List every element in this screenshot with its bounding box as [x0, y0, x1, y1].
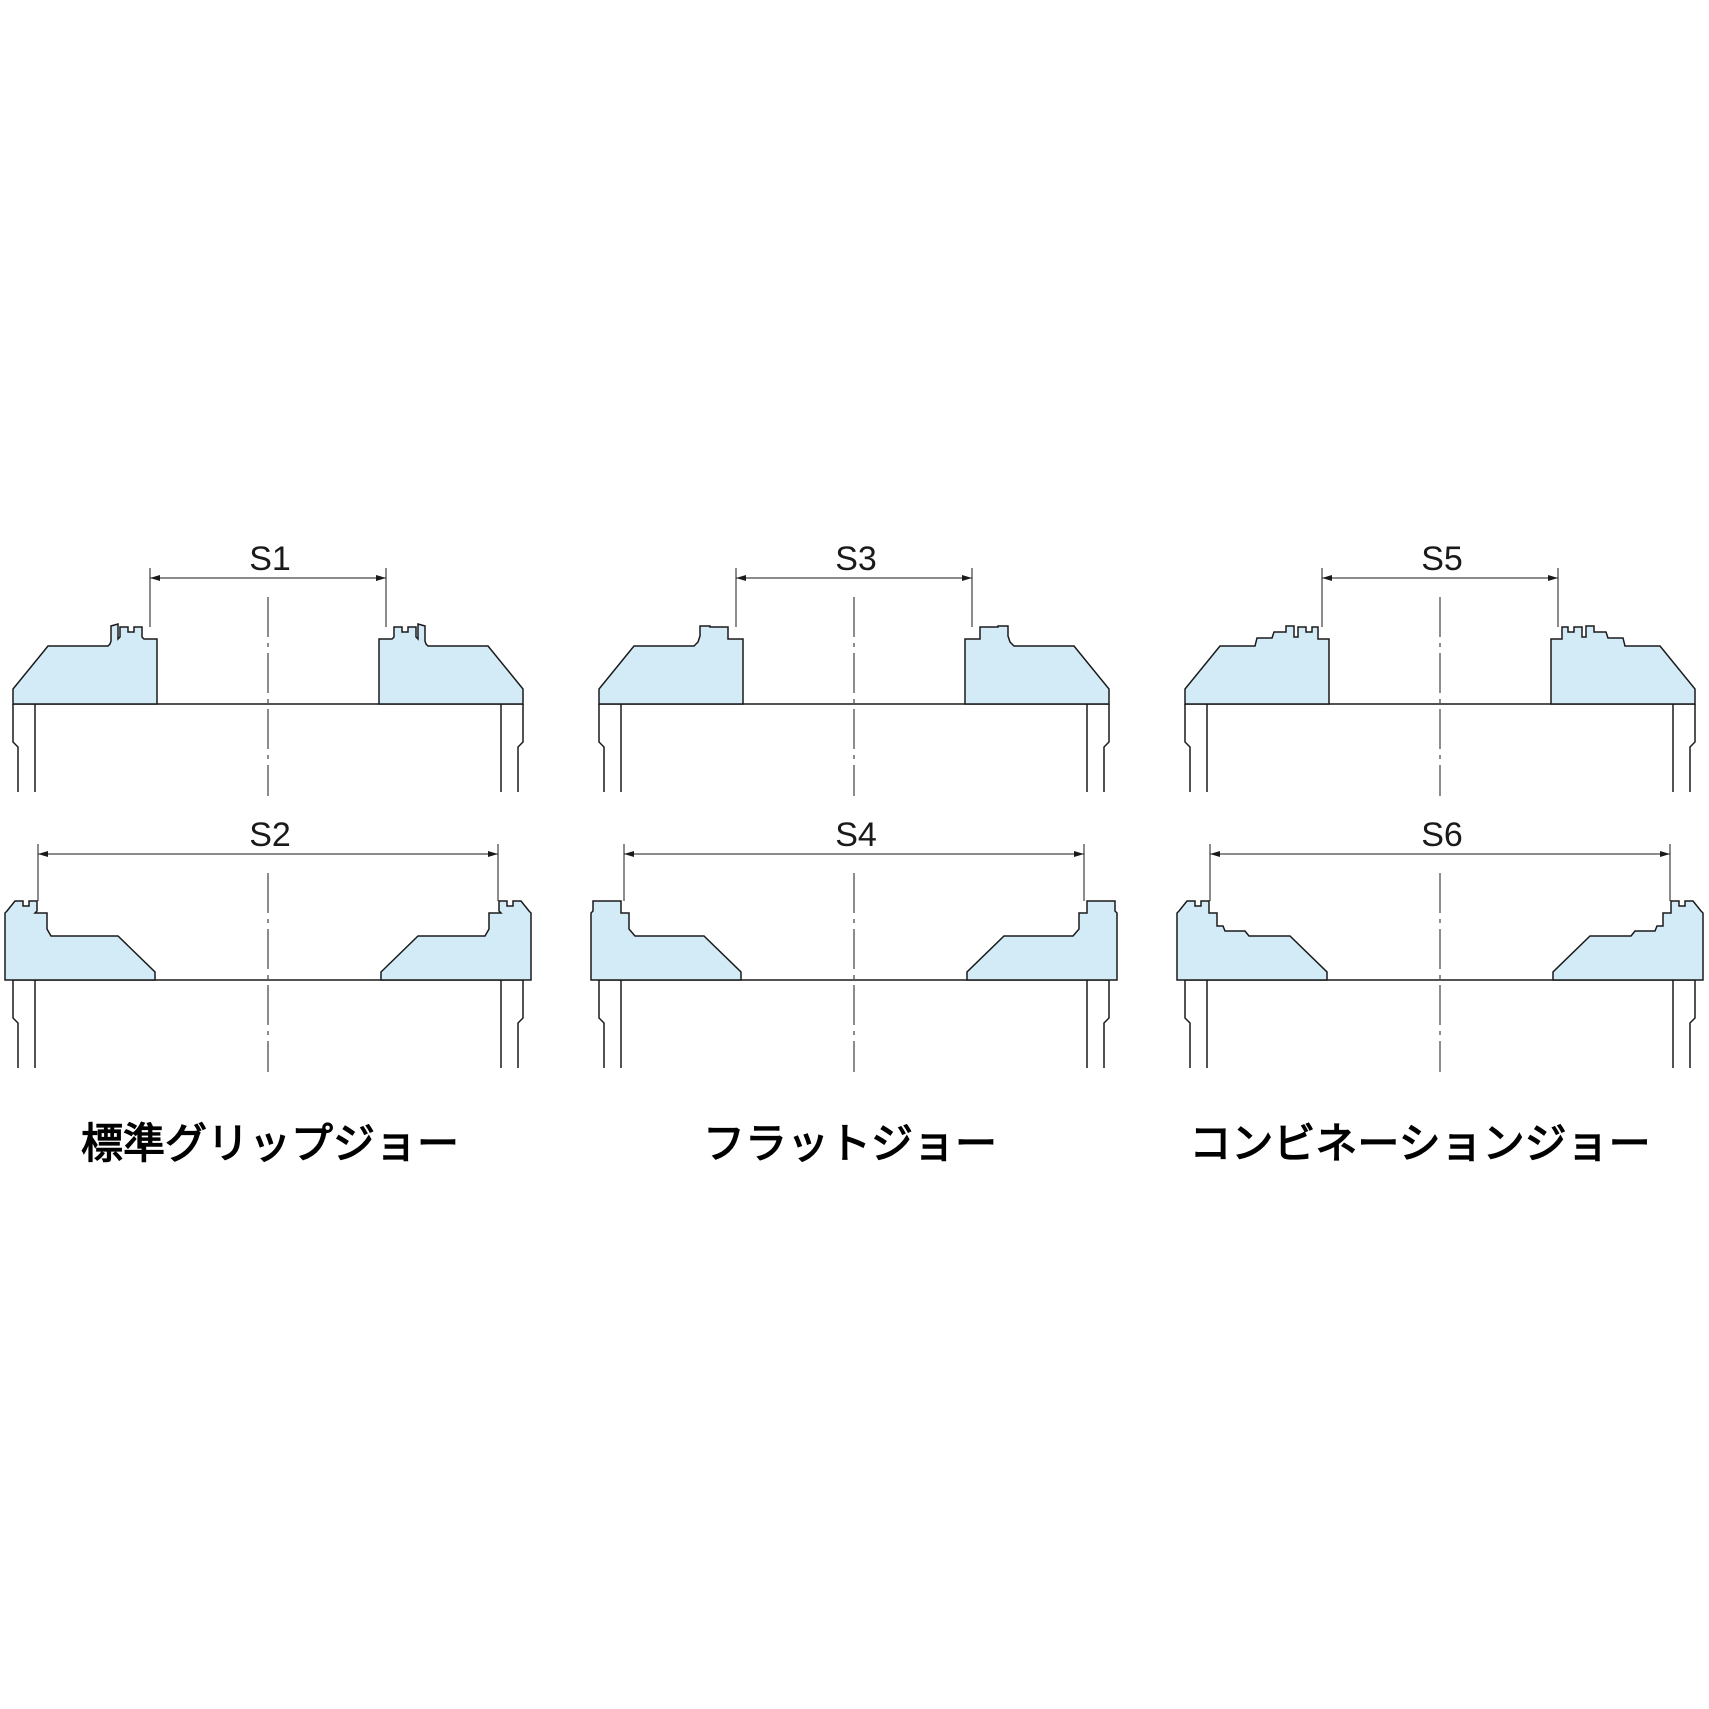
body-leg-right	[1103, 980, 1110, 1068]
dimension-label-s5: S5	[1421, 540, 1463, 578]
dimension-label-s3: S3	[835, 540, 877, 578]
jaw-left	[12, 623, 158, 705]
caption-combination-jaw: コンビネーションジョー	[1189, 1119, 1651, 1168]
dimension-label-s1: S1	[249, 540, 291, 578]
dimension-arrow-left	[624, 851, 634, 857]
body-leg-left	[1184, 704, 1191, 792]
jaw-left	[598, 625, 744, 705]
body-leg-left	[12, 704, 19, 792]
dimension-arrow-right	[376, 575, 386, 581]
dimension-arrow-right	[1660, 851, 1670, 857]
dimension-arrow-right	[1548, 575, 1558, 581]
dimension-arrow-right	[488, 851, 498, 857]
panel-flat-open: S3	[598, 540, 1110, 796]
jaw-left	[590, 900, 742, 981]
dimension-label-s2: S2	[249, 816, 291, 854]
body-leg-left	[1184, 980, 1191, 1068]
jaw-right	[378, 623, 524, 705]
dimension-arrow-left	[38, 851, 48, 857]
dimension-label-s6: S6	[1421, 816, 1463, 854]
dimension-arrow-left	[150, 575, 160, 581]
panel-grip-closed: S2	[4, 816, 532, 1072]
dimension-arrow-right	[962, 575, 972, 581]
jaw-right	[1550, 625, 1696, 705]
panel-grip-open: S1	[12, 540, 524, 796]
body-leg-right	[517, 704, 524, 792]
panel-combo-closed: S6	[1176, 816, 1704, 1072]
jaw-left	[1184, 625, 1330, 705]
panel-combo-open: S5	[1184, 540, 1696, 796]
body-leg-left	[598, 980, 605, 1068]
body-leg-right	[1689, 704, 1696, 792]
caption-flat-jaw: フラットジョー	[702, 1119, 997, 1168]
jaw-right	[1552, 900, 1704, 981]
jaw-right	[380, 900, 532, 981]
jaw-right	[964, 625, 1110, 705]
body-leg-right	[517, 980, 524, 1068]
body-leg-left	[598, 704, 605, 792]
dimension-arrow-left	[736, 575, 746, 581]
body-leg-left	[12, 980, 19, 1068]
jaw-left	[4, 900, 156, 981]
dimension-label-s4: S4	[835, 816, 877, 854]
panel-flat-closed: S4	[590, 816, 1118, 1072]
dimension-arrow-right	[1074, 851, 1084, 857]
dimension-arrow-left	[1210, 851, 1220, 857]
dimension-arrow-left	[1322, 575, 1332, 581]
body-leg-right	[1103, 704, 1110, 792]
body-leg-right	[1689, 980, 1696, 1068]
caption-standard-grip-jaw: 標準グリップジョー	[80, 1119, 459, 1168]
jaw-left	[1176, 900, 1328, 981]
jaw-right	[966, 900, 1118, 981]
